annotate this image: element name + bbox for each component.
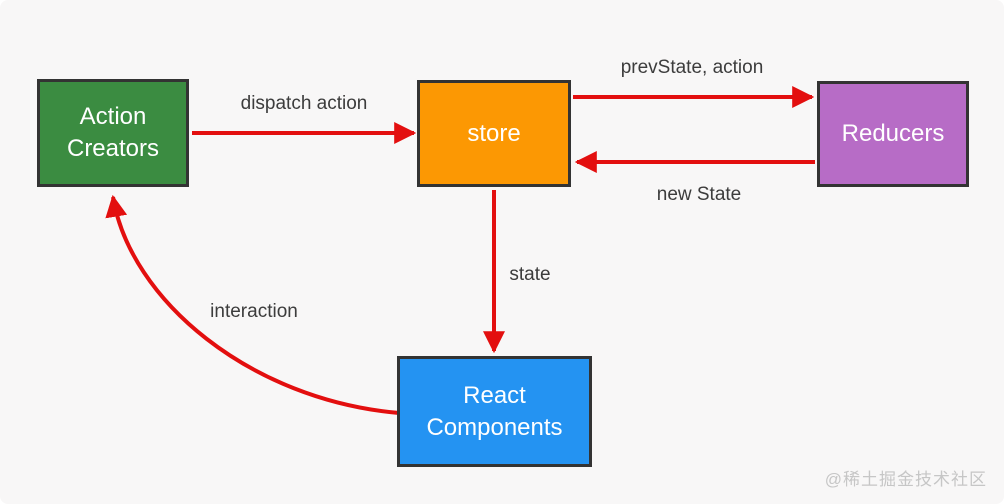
edge-label-dispatch-action: dispatch action bbox=[240, 93, 368, 114]
node-reducers: Reducers bbox=[817, 81, 969, 187]
edge-label-state: state bbox=[509, 264, 551, 285]
edge-label-interaction: interaction bbox=[210, 301, 298, 322]
edge-label-prevstate-action: prevState, action bbox=[620, 57, 764, 78]
node-react-components: React Components bbox=[397, 356, 592, 467]
edge-label-new-state: new State bbox=[656, 184, 742, 205]
node-store: store bbox=[417, 80, 571, 187]
watermark: @稀土掘金技术社区 bbox=[824, 470, 987, 489]
node-action-creators: Action Creators bbox=[37, 79, 189, 187]
